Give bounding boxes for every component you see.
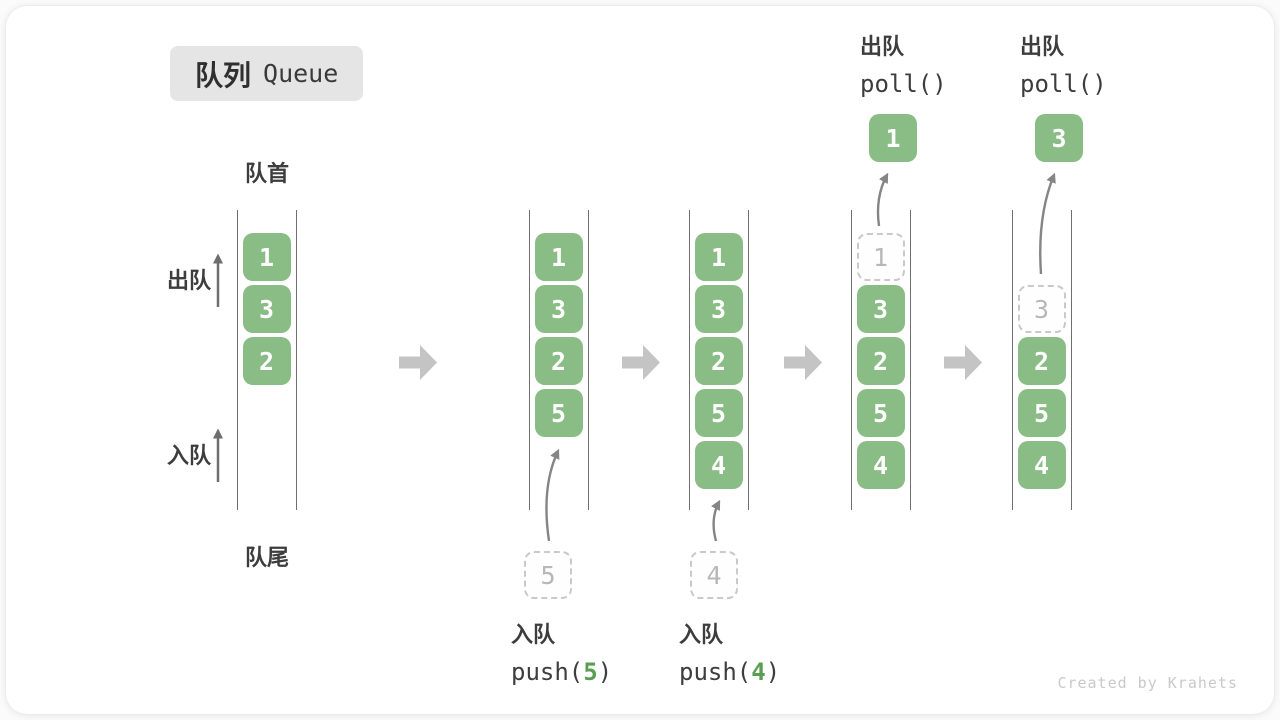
queue-item: 3 <box>694 285 743 333</box>
step-arrow-icon <box>784 345 822 380</box>
rear-label: 队尾 <box>244 545 289 570</box>
queue-item-value: 4 <box>706 560 722 590</box>
queue-item-value: 5 <box>710 398 727 428</box>
queue-item-value: 1 <box>710 242 727 272</box>
queue-item-removed: 1 <box>856 233 905 281</box>
code-suffix: ) <box>765 658 781 686</box>
queue-item: 3 <box>242 285 291 333</box>
queue-item-value: 2 <box>710 346 727 376</box>
dequeue-op-1: 出队 poll() <box>860 29 947 98</box>
step-arrow-icon <box>399 345 437 380</box>
queue-state-2: 1 3 2 5 <box>529 210 589 510</box>
queue-item-value: 1 <box>258 242 275 272</box>
code-prefix: push( <box>679 658 752 686</box>
queue-item-value: 3 <box>710 294 727 324</box>
staged-item: 4 <box>690 551 738 599</box>
watermark: Created by Krahets <box>1057 674 1238 692</box>
queue-item: 5 <box>856 389 905 437</box>
queue-state-1: 1 3 2 <box>237 210 297 510</box>
queue-item-removed: 3 <box>1017 285 1066 333</box>
queue-item: 4 <box>856 441 905 489</box>
dequeue-op-code: poll() <box>1020 70 1107 98</box>
queue-item-value: 3 <box>258 294 275 324</box>
dequeue-op-label: 出队 <box>860 34 905 59</box>
queue-item: 5 <box>1017 389 1066 437</box>
dequeue-op-code: poll() <box>860 70 947 98</box>
polled-item: 3 <box>1035 114 1083 162</box>
front-label: 队首 <box>244 161 289 186</box>
queue-item-value: 5 <box>540 560 556 590</box>
dequeue-op-label: 出队 <box>1020 34 1065 59</box>
queue-item-value: 4 <box>1033 450 1050 480</box>
queue-item-value: 5 <box>872 398 889 428</box>
queue-item: 1 <box>242 233 291 281</box>
queue-item-value: 4 <box>872 450 889 480</box>
queue-item-value: 5 <box>1033 398 1050 428</box>
title-en: Queue <box>263 59 339 88</box>
enqueue-op-2: 入队 push(4) <box>679 617 780 686</box>
queue-item-value: 1 <box>872 242 889 272</box>
queue-item-value: 1 <box>550 242 567 272</box>
enqueue-op-label: 入队 <box>511 622 556 647</box>
queue-item-value: 1 <box>885 123 901 153</box>
queue-item-value: 2 <box>872 346 889 376</box>
code-prefix: push( <box>511 658 584 686</box>
enqueue-side-label: 入队 <box>167 443 212 468</box>
queue-item-value: 3 <box>872 294 889 324</box>
enqueue-op-label: 入队 <box>679 622 724 647</box>
queue-item: 3 <box>534 285 583 333</box>
staged-item: 5 <box>524 551 572 599</box>
queue-item-value: 2 <box>1033 346 1050 376</box>
queue-item-value: 2 <box>258 346 275 376</box>
enqueue-op-1: 入队 push(5) <box>511 617 612 686</box>
queue-item: 4 <box>694 441 743 489</box>
queue-item-value: 4 <box>710 450 727 480</box>
polled-item: 1 <box>869 114 917 162</box>
dequeue-op-2: 出队 poll() <box>1020 29 1107 98</box>
queue-item: 4 <box>1017 441 1066 489</box>
queue-item: 5 <box>694 389 743 437</box>
queue-item: 1 <box>534 233 583 281</box>
queue-item: 2 <box>534 337 583 385</box>
queue-item: 2 <box>694 337 743 385</box>
queue-item: 2 <box>1017 337 1066 385</box>
title-badge: 队列 Queue <box>170 46 364 101</box>
code-arg: 5 <box>583 658 598 686</box>
enqueue-op-code: push(4) <box>679 658 780 686</box>
queue-item-value: 2 <box>550 346 567 376</box>
code-arg: 4 <box>751 658 766 686</box>
enqueue-op-code: push(5) <box>511 658 612 686</box>
code-suffix: ) <box>597 658 613 686</box>
queue-state-4: 1 3 2 5 4 <box>851 210 911 510</box>
queue-item: 2 <box>242 337 291 385</box>
step-arrow-icon <box>944 345 982 380</box>
queue-item-value: 3 <box>1033 294 1050 324</box>
queue-state-5: 3 2 5 4 <box>1012 210 1072 510</box>
queue-state-3: 1 3 2 5 4 <box>689 210 749 510</box>
title-zh: 队列 <box>195 59 252 91</box>
dequeue-side-label: 出队 <box>167 268 212 293</box>
queue-item: 1 <box>694 233 743 281</box>
queue-item: 2 <box>856 337 905 385</box>
step-arrow-icon <box>622 345 660 380</box>
queue-item: 3 <box>856 285 905 333</box>
queue-item-value: 3 <box>1051 123 1067 153</box>
queue-item-value: 5 <box>550 398 567 428</box>
queue-item-value: 3 <box>550 294 567 324</box>
queue-item: 5 <box>534 389 583 437</box>
